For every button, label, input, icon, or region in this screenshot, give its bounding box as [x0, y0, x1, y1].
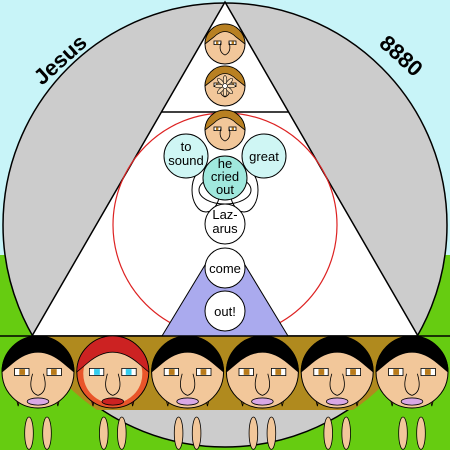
- bottom-face: [300, 335, 374, 450]
- top-face: [204, 109, 246, 151]
- bubble-out: out!: [204, 290, 246, 332]
- bubble-to-sound: to sound: [163, 133, 209, 179]
- bubble-come-line-1: come: [209, 261, 241, 276]
- bubble-great-line-1: great: [249, 149, 279, 164]
- bottom-faces: [1, 335, 449, 450]
- top-faces: [204, 23, 246, 151]
- bubble-to-sound-line-1: to: [181, 139, 192, 154]
- bubble-great: great: [241, 133, 287, 179]
- bottom-face-red: [76, 335, 150, 450]
- bubble-he-cried-out: he cried out: [202, 155, 248, 201]
- bubble-he-cried-out-line-1: he: [218, 156, 232, 171]
- bubble-lazarus-line-1: Laz-: [212, 207, 237, 222]
- bubble-come: come: [204, 247, 246, 289]
- bottom-face: [375, 335, 449, 450]
- bottom-face: [1, 335, 75, 450]
- bubble-he-cried-out-line-3: out: [216, 182, 234, 197]
- bubble-he-cried-out-line-2: cried: [211, 169, 239, 184]
- top-face: [204, 23, 246, 65]
- bubble-to-sound-line-2: sound: [168, 153, 203, 168]
- top-face: [204, 65, 246, 107]
- bubble-out-line-1: out!: [214, 304, 236, 319]
- bubble-lazarus-line-2: arus: [212, 221, 238, 236]
- bubble-lazarus: Laz- arus: [204, 203, 246, 245]
- bottom-face: [225, 335, 299, 450]
- bottom-face: [151, 335, 225, 450]
